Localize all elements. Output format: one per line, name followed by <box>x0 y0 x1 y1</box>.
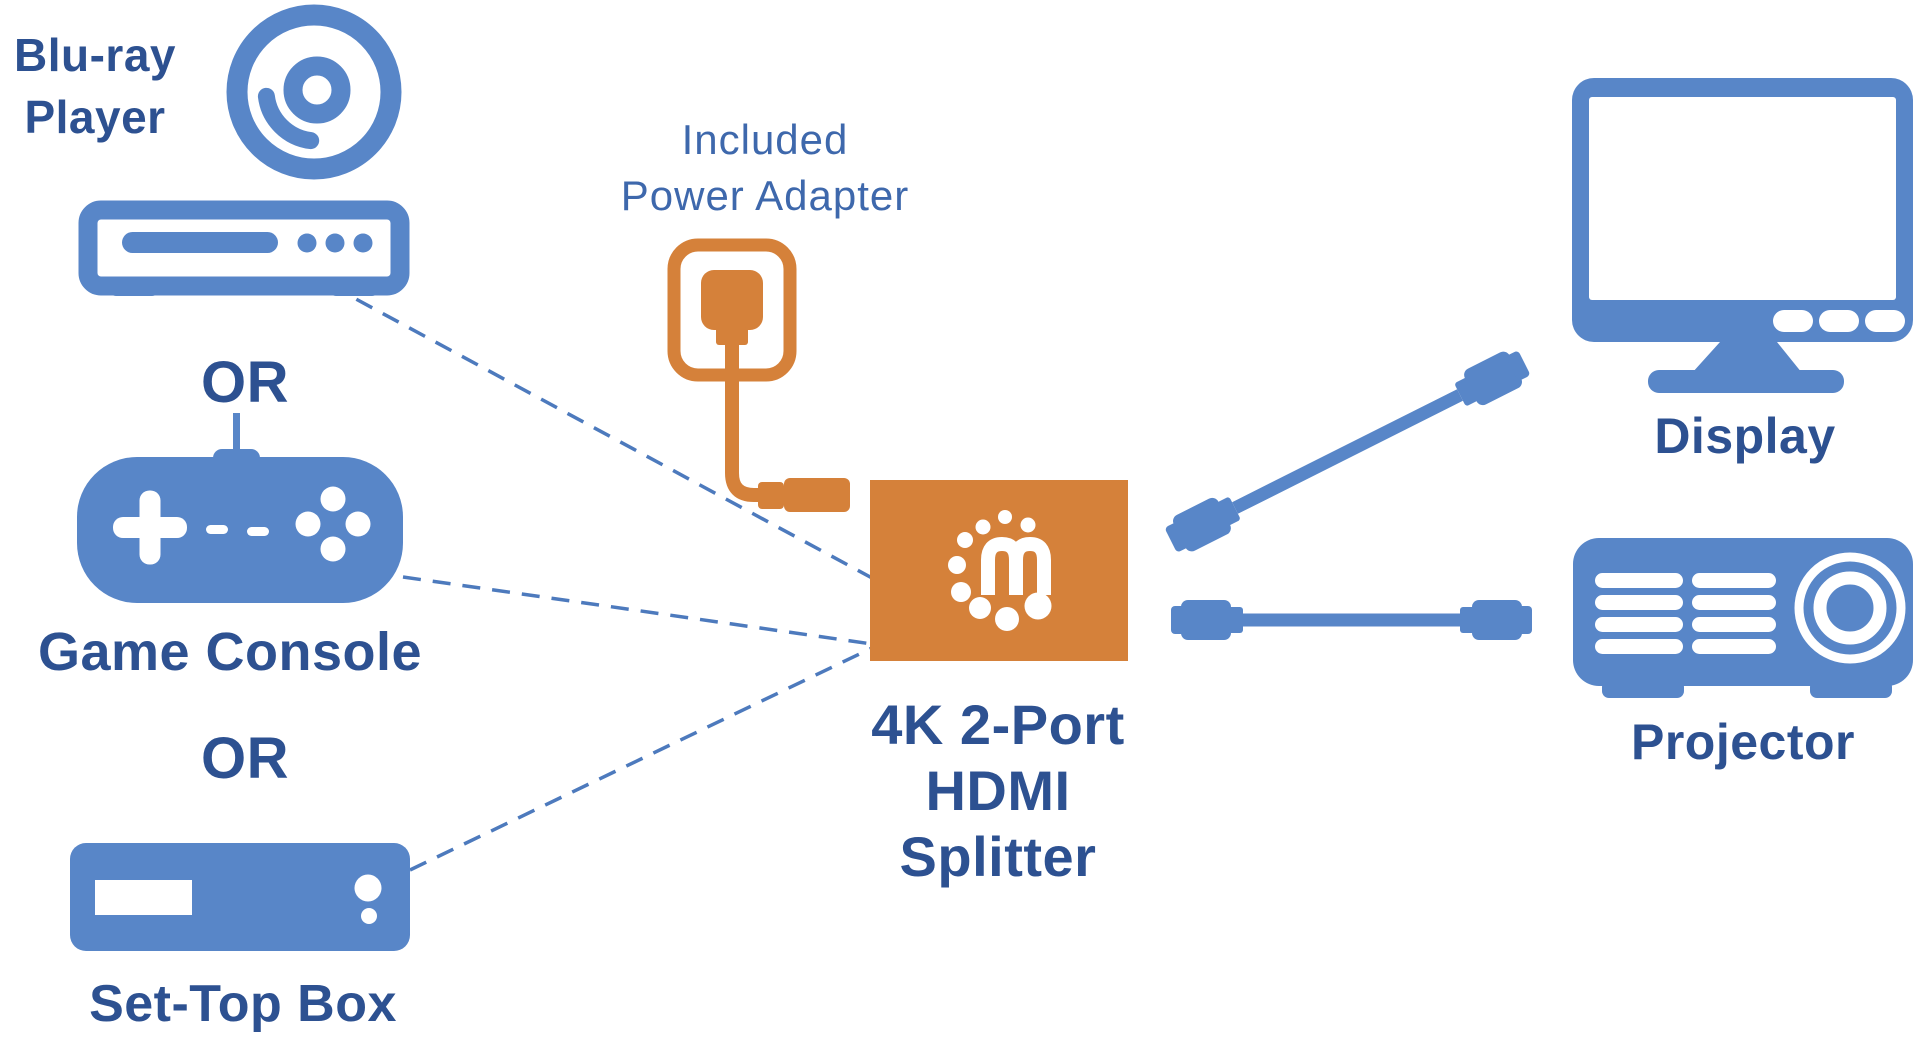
hdmi-cable-to-display-icon <box>1161 344 1534 559</box>
display-icon <box>1572 78 1913 393</box>
game-console-label: Game Console <box>37 622 423 682</box>
dashed-line-settop-to-splitter <box>409 646 873 872</box>
projector-icon <box>1573 538 1913 698</box>
display-label: Display <box>1654 408 1836 464</box>
manhattan-logo-icon <box>948 510 1052 631</box>
dashed-line-console-to-splitter <box>402 575 873 646</box>
dashed-line-bluray-to-splitter <box>329 283 873 580</box>
blu-ray-player-icon <box>78 200 410 296</box>
set-top-box-label: Set-Top Box <box>89 975 397 1033</box>
or-separator-2: OR <box>201 726 289 791</box>
power-adapter-label: Included Power Adapter <box>620 116 910 219</box>
or-separator-1: OR <box>201 350 289 415</box>
power-adapter-icon <box>667 238 850 512</box>
hdmi-cable-to-projector-icon <box>1171 600 1532 640</box>
game-console-icon <box>77 413 403 603</box>
splitter-title: 4K 2-Port HDMI Splitter <box>871 693 1125 888</box>
blu-ray-player-label: Blu-ray Player <box>14 29 176 143</box>
brand-letter-m <box>981 537 1051 595</box>
projector-label: Projector <box>1630 714 1855 770</box>
blu-ray-disc-icon <box>226 4 402 180</box>
set-top-box-icon <box>70 843 410 951</box>
hdmi-splitter-box <box>870 480 1128 661</box>
